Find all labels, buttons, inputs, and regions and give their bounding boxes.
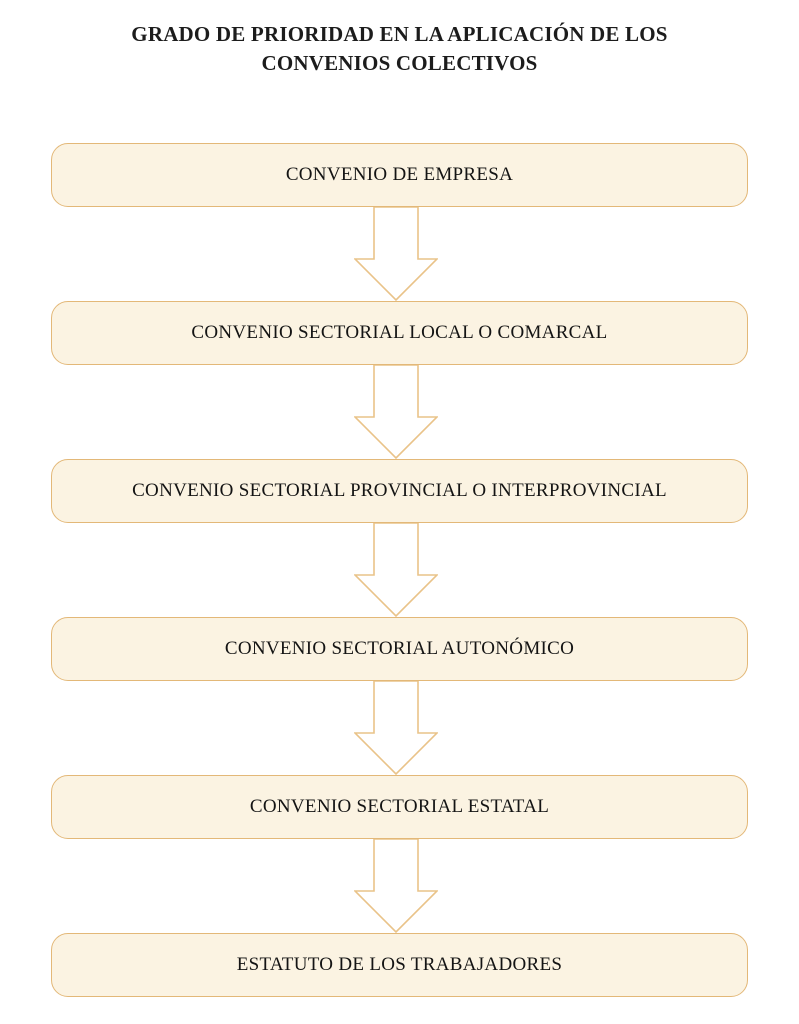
arrow-down-icon — [354, 365, 438, 459]
flow-node-label: CONVENIO SECTORIAL LOCAL O COMARCAL — [191, 322, 608, 343]
flow-node-convenio-sectorial-estatal[interactable]: CONVENIO SECTORIAL ESTATAL — [51, 775, 748, 839]
page-title-line-2: CONVENIOS COLECTIVOS — [261, 51, 538, 75]
flow-row-6: ESTATUTO DE LOS TRABAJADORES — [0, 933, 799, 997]
flow-row-4: CONVENIO SECTORIAL AUTONÓMICO — [0, 617, 799, 775]
flow-arrow-2-to-3 — [354, 365, 438, 459]
flowchart-body: CONVENIO DE EMPRESA CONVENIO SECTORIAL L… — [0, 143, 799, 997]
flow-node-convenio-sectorial-autonomico[interactable]: CONVENIO SECTORIAL AUTONÓMICO — [51, 617, 748, 681]
flow-node-label: CONVENIO SECTORIAL ESTATAL — [249, 796, 550, 817]
flow-arrow-4-to-5 — [354, 681, 438, 775]
flow-node-label: ESTATUTO DE LOS TRABAJADORES — [236, 954, 563, 975]
flow-node-convenio-de-empresa[interactable]: CONVENIO DE EMPRESA — [51, 143, 748, 207]
flow-arrow-5-to-6 — [354, 839, 438, 933]
flow-node-estatuto-de-los-trabajadores[interactable]: ESTATUTO DE LOS TRABAJADORES — [51, 933, 748, 997]
arrow-down-icon — [354, 207, 438, 301]
flow-row-3: CONVENIO SECTORIAL PROVINCIAL O INTERPRO… — [0, 459, 799, 617]
flow-node-convenio-sectorial-provincial-o-interprovincial[interactable]: CONVENIO SECTORIAL PROVINCIAL O INTERPRO… — [51, 459, 748, 523]
arrow-down-icon — [354, 523, 438, 617]
flow-node-label: CONVENIO SECTORIAL PROVINCIAL O INTERPRO… — [132, 480, 667, 501]
arrow-down-icon — [354, 681, 438, 775]
flow-row-5: CONVENIO SECTORIAL ESTATAL — [0, 775, 799, 933]
flow-arrow-3-to-4 — [354, 523, 438, 617]
flow-node-convenio-sectorial-local-o-comarcal[interactable]: CONVENIO SECTORIAL LOCAL O COMARCAL — [51, 301, 748, 365]
page-title-line-1: GRADO DE PRIORIDAD EN LA APLICACIÓN DE L… — [131, 22, 668, 46]
flow-row-1: CONVENIO DE EMPRESA — [0, 143, 799, 301]
flow-arrow-1-to-2 — [354, 207, 438, 301]
flow-node-label: CONVENIO SECTORIAL AUTONÓMICO — [224, 638, 575, 659]
arrow-down-icon — [354, 839, 438, 933]
page-title: GRADO DE PRIORIDAD EN LA APLICACIÓN DE L… — [0, 20, 799, 78]
flow-node-label: CONVENIO DE EMPRESA — [285, 164, 514, 185]
flow-row-2: CONVENIO SECTORIAL LOCAL O COMARCAL — [0, 301, 799, 459]
